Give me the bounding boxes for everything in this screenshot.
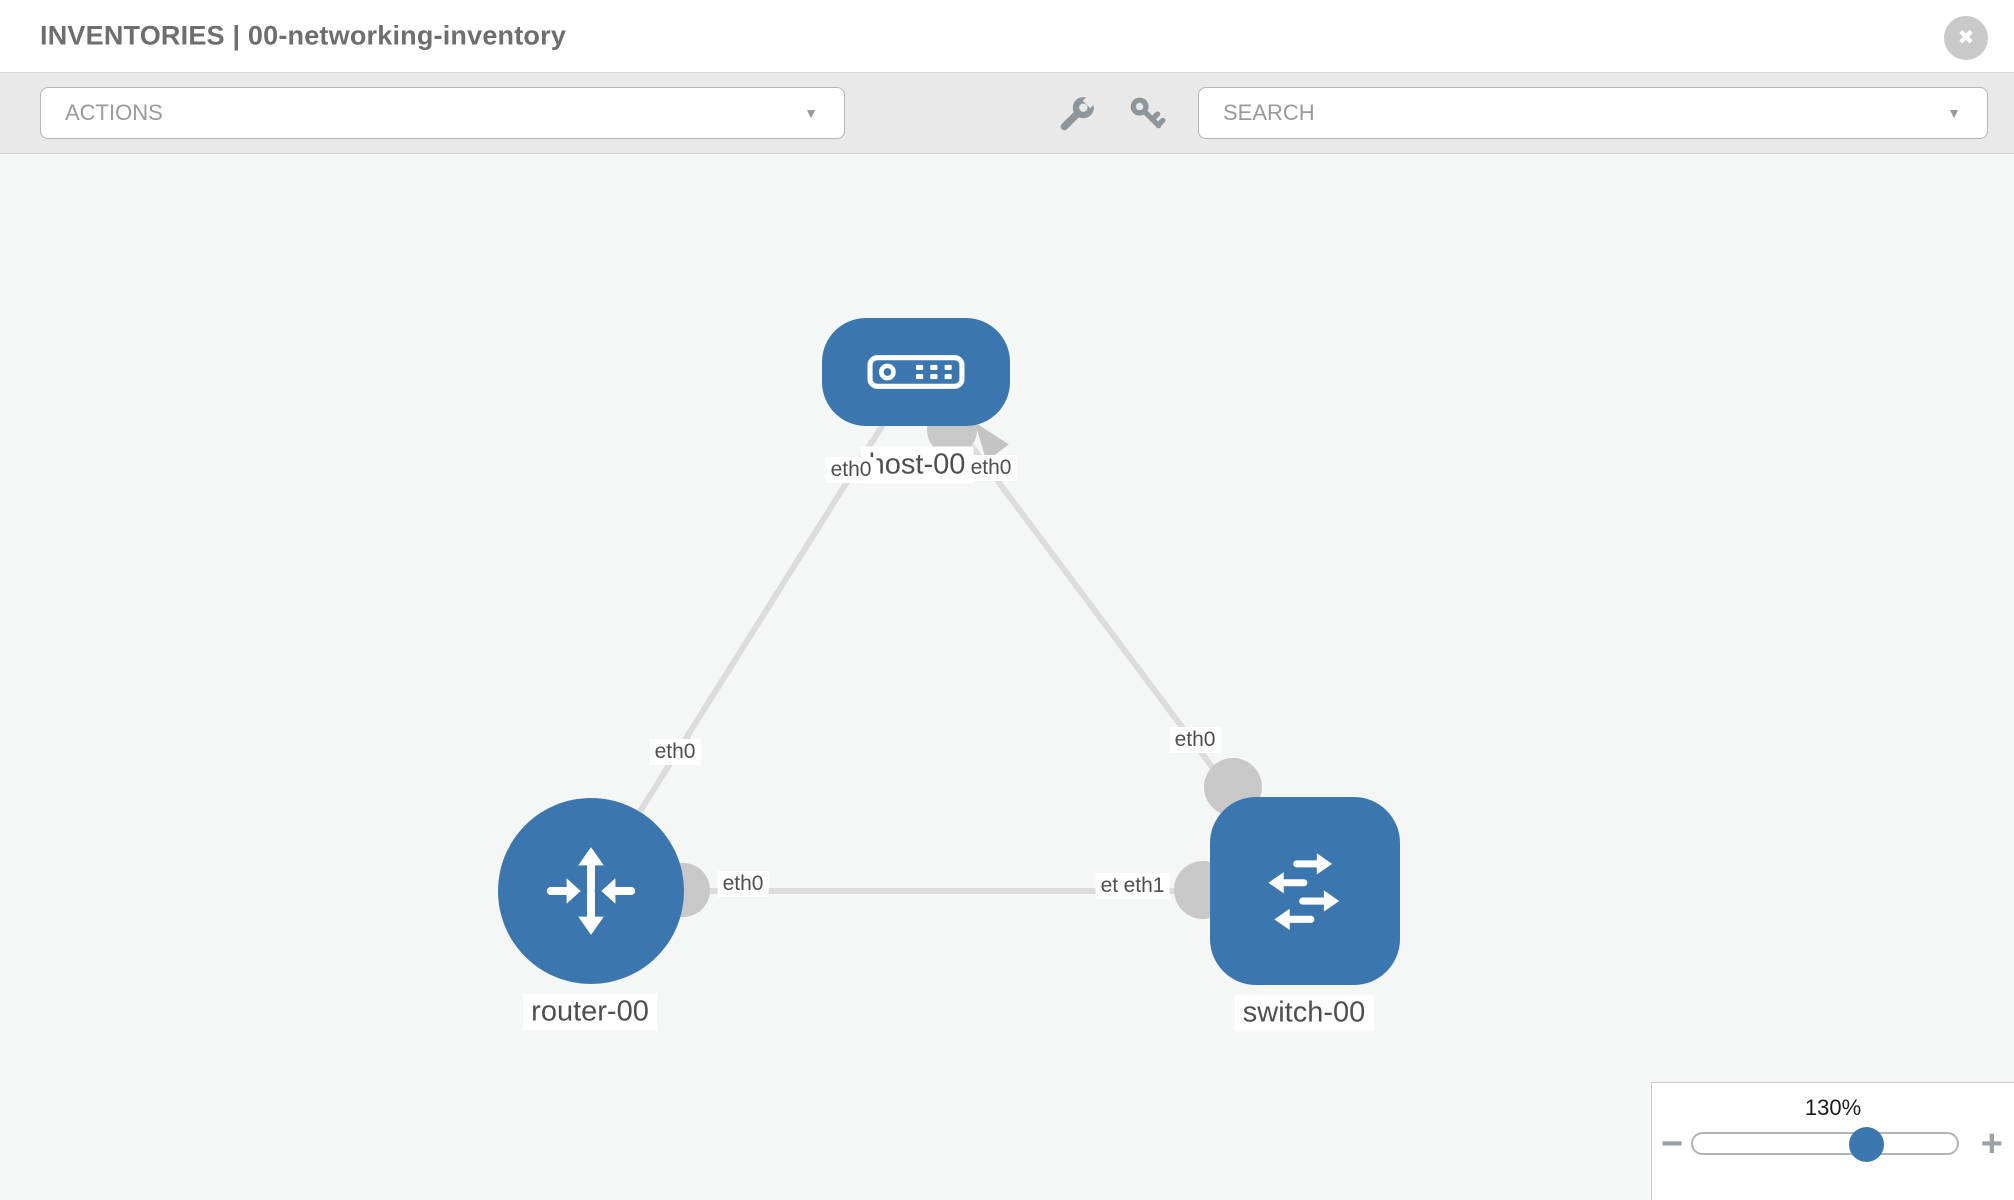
interface-label: eth0	[649, 739, 701, 765]
actions-dropdown[interactable]: ACTIONS ▼	[40, 87, 845, 139]
interface-label: eth0	[825, 457, 877, 483]
interface-label: eth0	[717, 871, 769, 897]
zoom-slider-thumb[interactable]	[1849, 1127, 1884, 1162]
interface-label: eth0	[1169, 727, 1221, 753]
link-arrowhead-icon	[974, 422, 1009, 462]
caret-down-icon: ▼	[804, 105, 818, 121]
key-icon	[1130, 97, 1166, 129]
interface-label: eth0	[965, 455, 1017, 481]
close-button[interactable]: ✖	[1944, 16, 1988, 60]
actions-dropdown-label: ACTIONS	[65, 100, 163, 125]
search-dropdown[interactable]: SEARCH ▼	[1198, 87, 1988, 139]
caret-down-icon: ▼	[1947, 105, 1961, 121]
node-label-router[interactable]: router-00	[523, 993, 657, 1031]
wrench-icon	[1060, 90, 1101, 131]
node-label-host[interactable]: host-00	[860, 446, 974, 484]
node-host-00[interactable]	[822, 318, 1010, 426]
zoom-slider-track[interactable]	[1691, 1127, 1959, 1162]
node-switch-00[interactable]	[1210, 797, 1400, 985]
interface-label: eth1	[1118, 873, 1170, 899]
host-icon	[867, 355, 965, 389]
node-label-switch[interactable]: switch-00	[1234, 994, 1374, 1032]
close-icon: ✖	[1957, 27, 1975, 49]
router-icon	[546, 847, 636, 935]
credentials-key-button[interactable]	[1128, 95, 1166, 133]
zoom-in-button[interactable]: +	[1980, 1123, 2003, 1165]
zoom-level-label: 130%	[1804, 1095, 1862, 1120]
node-router-00[interactable]	[498, 798, 684, 984]
search-dropdown-label: SEARCH	[1223, 100, 1315, 125]
page-title: INVENTORIES | 00-networking-inventory	[40, 20, 567, 51]
header: INVENTORIES | 00-networking-inventory ✖	[0, 0, 2014, 73]
zoom-panel: 130% − +	[1651, 1082, 2014, 1200]
switch-icon	[1268, 853, 1340, 930]
toolbar: ACTIONS ▼ SEARCH ▼	[0, 73, 2014, 154]
zoom-out-button[interactable]: −	[1661, 1123, 1684, 1165]
configure-wrench-button[interactable]	[1058, 90, 1101, 133]
